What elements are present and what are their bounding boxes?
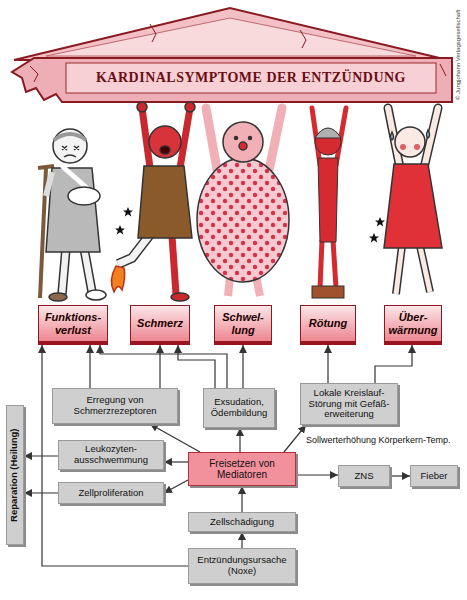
connector-arrow [42, 345, 188, 566]
vertical-box: Reparation (Heilung) [6, 405, 24, 545]
figure-pain [111, 102, 195, 301]
node-text: Erregung von Schmerzrezeptoren [57, 395, 173, 417]
symptom-box: Schmerz [130, 305, 190, 345]
process-box: Entzündungsursache (Noxe) [188, 548, 296, 584]
connector-arrow [241, 532, 242, 548]
figure-function-loss [38, 129, 106, 301]
process-box: Zellproliferation [58, 482, 164, 504]
node-text: Schmerz [137, 317, 183, 330]
node-text: Freisetzen von Mediatoren [193, 458, 291, 481]
connector-arrow [327, 345, 328, 383]
process-box: Leukozyten- ausschwemmung [58, 440, 164, 470]
connector-arrow [375, 345, 412, 383]
connector-arrow [164, 480, 188, 493]
connector-arrow [241, 486, 242, 512]
node-text: Zellschädigung [210, 517, 274, 528]
symptom-box: Schwel- lung [214, 305, 272, 345]
node-text: Zellproliferation [79, 488, 144, 499]
mediator-box: Freisetzen von Mediatoren [188, 452, 296, 486]
process-box: Fieber [410, 465, 458, 487]
symptom-box: Rötung [300, 305, 356, 345]
process-box: Erregung von Schmerzrezeptoren [52, 388, 178, 424]
node-text: Fieber [421, 471, 448, 482]
connector-arrow [159, 345, 160, 388]
process-box: ZNS [338, 465, 390, 487]
connector-arrow [164, 461, 188, 462]
symptom-box: Über- wärmung [384, 305, 442, 345]
figure-redness [312, 108, 346, 298]
edge-label: Sollwerterhöhung Körperkern-Temp. [304, 435, 453, 446]
connector-arrow [24, 492, 58, 493]
temple-roof [12, 8, 452, 102]
connector-arrow [239, 428, 240, 452]
node-text: Über- wärmung [388, 311, 438, 336]
node-text: ZNS [355, 471, 374, 482]
node-text: Lokale Kreislauf- Störung mit Gefäß- erw… [305, 388, 393, 421]
connector-arrow [178, 345, 215, 388]
process-box: Lokale Kreislauf- Störung mit Gefäß- erw… [300, 383, 398, 425]
process-box: Exsudation, Ödembildung [203, 388, 275, 428]
diagram-title: KARDINALSYMPTOME DER ENTZÜNDUNG [66, 63, 436, 93]
connector-arrow [390, 475, 410, 476]
node-text: Funktions- verlust [42, 311, 104, 336]
figure-swelling [197, 108, 289, 296]
connector-arrow [284, 425, 306, 452]
node-text: Leukozyten- ausschwemmung [63, 444, 159, 466]
node-text: Schwel- lung [218, 311, 268, 336]
connector-arrow [242, 345, 243, 388]
figure-heat [369, 108, 442, 294]
node-text: Exsudation, Ödembildung [208, 397, 270, 419]
symptom-box: Funktions- verlust [38, 305, 108, 345]
copyright-note: © Jungjohann Verlagsgesellschaft [455, 10, 461, 100]
node-text: Entzündungsursache (Noxe) [193, 555, 291, 577]
connector-arrow [24, 455, 58, 456]
connector-arrow [89, 345, 90, 388]
connector-arrow [296, 474, 338, 475]
connector-arrow [100, 345, 227, 388]
process-box: Zellschädigung [188, 512, 296, 532]
node-text: Rötung [309, 317, 347, 330]
node-text: Reparation (Heilung) [10, 428, 20, 521]
